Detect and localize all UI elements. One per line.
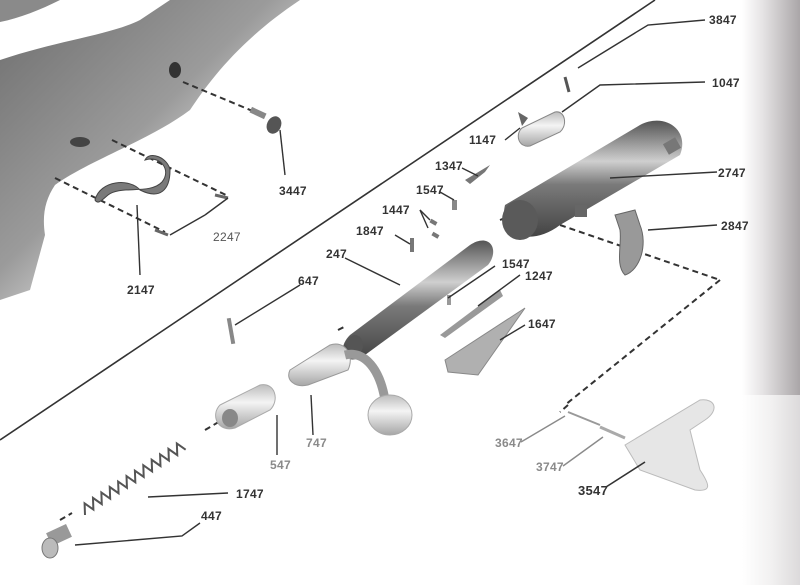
callout-1447: 1447 xyxy=(382,203,410,217)
pin-3847 xyxy=(563,76,571,93)
callout-1047: 1047 xyxy=(712,76,740,90)
stock xyxy=(0,0,300,300)
callout-1547: 1547 xyxy=(416,183,444,197)
section-divider-line xyxy=(0,0,656,441)
callout-1147: 1147 xyxy=(469,133,497,147)
callout-1847: 1847 xyxy=(356,224,384,238)
callout-1247: 1247 xyxy=(525,269,553,283)
callout-247: 247 xyxy=(326,247,347,261)
callout-1747: 1747 xyxy=(236,487,264,501)
ejector-blade xyxy=(444,307,526,376)
callout-3547: 3547 xyxy=(578,483,609,498)
callout-2247: 2247 xyxy=(213,230,241,244)
stock-bolt xyxy=(249,106,282,134)
callout-747: 747 xyxy=(306,436,327,450)
bolt-body xyxy=(342,240,494,360)
ejector-housing xyxy=(517,111,566,147)
callout-1547-extractor: 1547 xyxy=(502,257,530,271)
callout-647: 647 xyxy=(298,274,319,288)
pin-647 xyxy=(226,317,236,345)
callout-3647: 3647 xyxy=(495,436,523,450)
bolt-sleeve xyxy=(215,384,276,430)
part-1347 xyxy=(465,165,490,184)
guard-screws xyxy=(154,193,229,237)
callout-2847: 2847 xyxy=(721,219,749,233)
callout-2747: 2747 xyxy=(718,166,746,180)
spring-1547 xyxy=(452,200,457,210)
callout-3447: 3447 xyxy=(279,184,307,198)
pin-1547b xyxy=(447,295,451,305)
page-edge-shadow-lower xyxy=(742,395,800,585)
trigger-assembly xyxy=(567,399,715,491)
bolt-handle xyxy=(288,343,413,436)
trigger-guard xyxy=(94,155,171,203)
receiver xyxy=(502,120,683,240)
callout-3747: 3747 xyxy=(536,460,564,474)
extractor xyxy=(440,290,503,338)
pin-1847 xyxy=(410,238,414,252)
callout-547: 547 xyxy=(270,458,291,472)
pin-1447a xyxy=(429,218,438,226)
callout-1347: 1347 xyxy=(435,159,463,173)
cocking-piece-screw xyxy=(41,524,72,559)
callout-1647: 1647 xyxy=(528,317,556,331)
extractor-collar xyxy=(614,209,644,276)
callout-447: 447 xyxy=(201,509,222,523)
part-1147 xyxy=(518,112,528,126)
callout-3847: 3847 xyxy=(709,13,737,27)
callout-2147: 2147 xyxy=(127,283,155,297)
firing-pin-spring xyxy=(83,441,187,516)
pin-1447b xyxy=(431,231,440,239)
